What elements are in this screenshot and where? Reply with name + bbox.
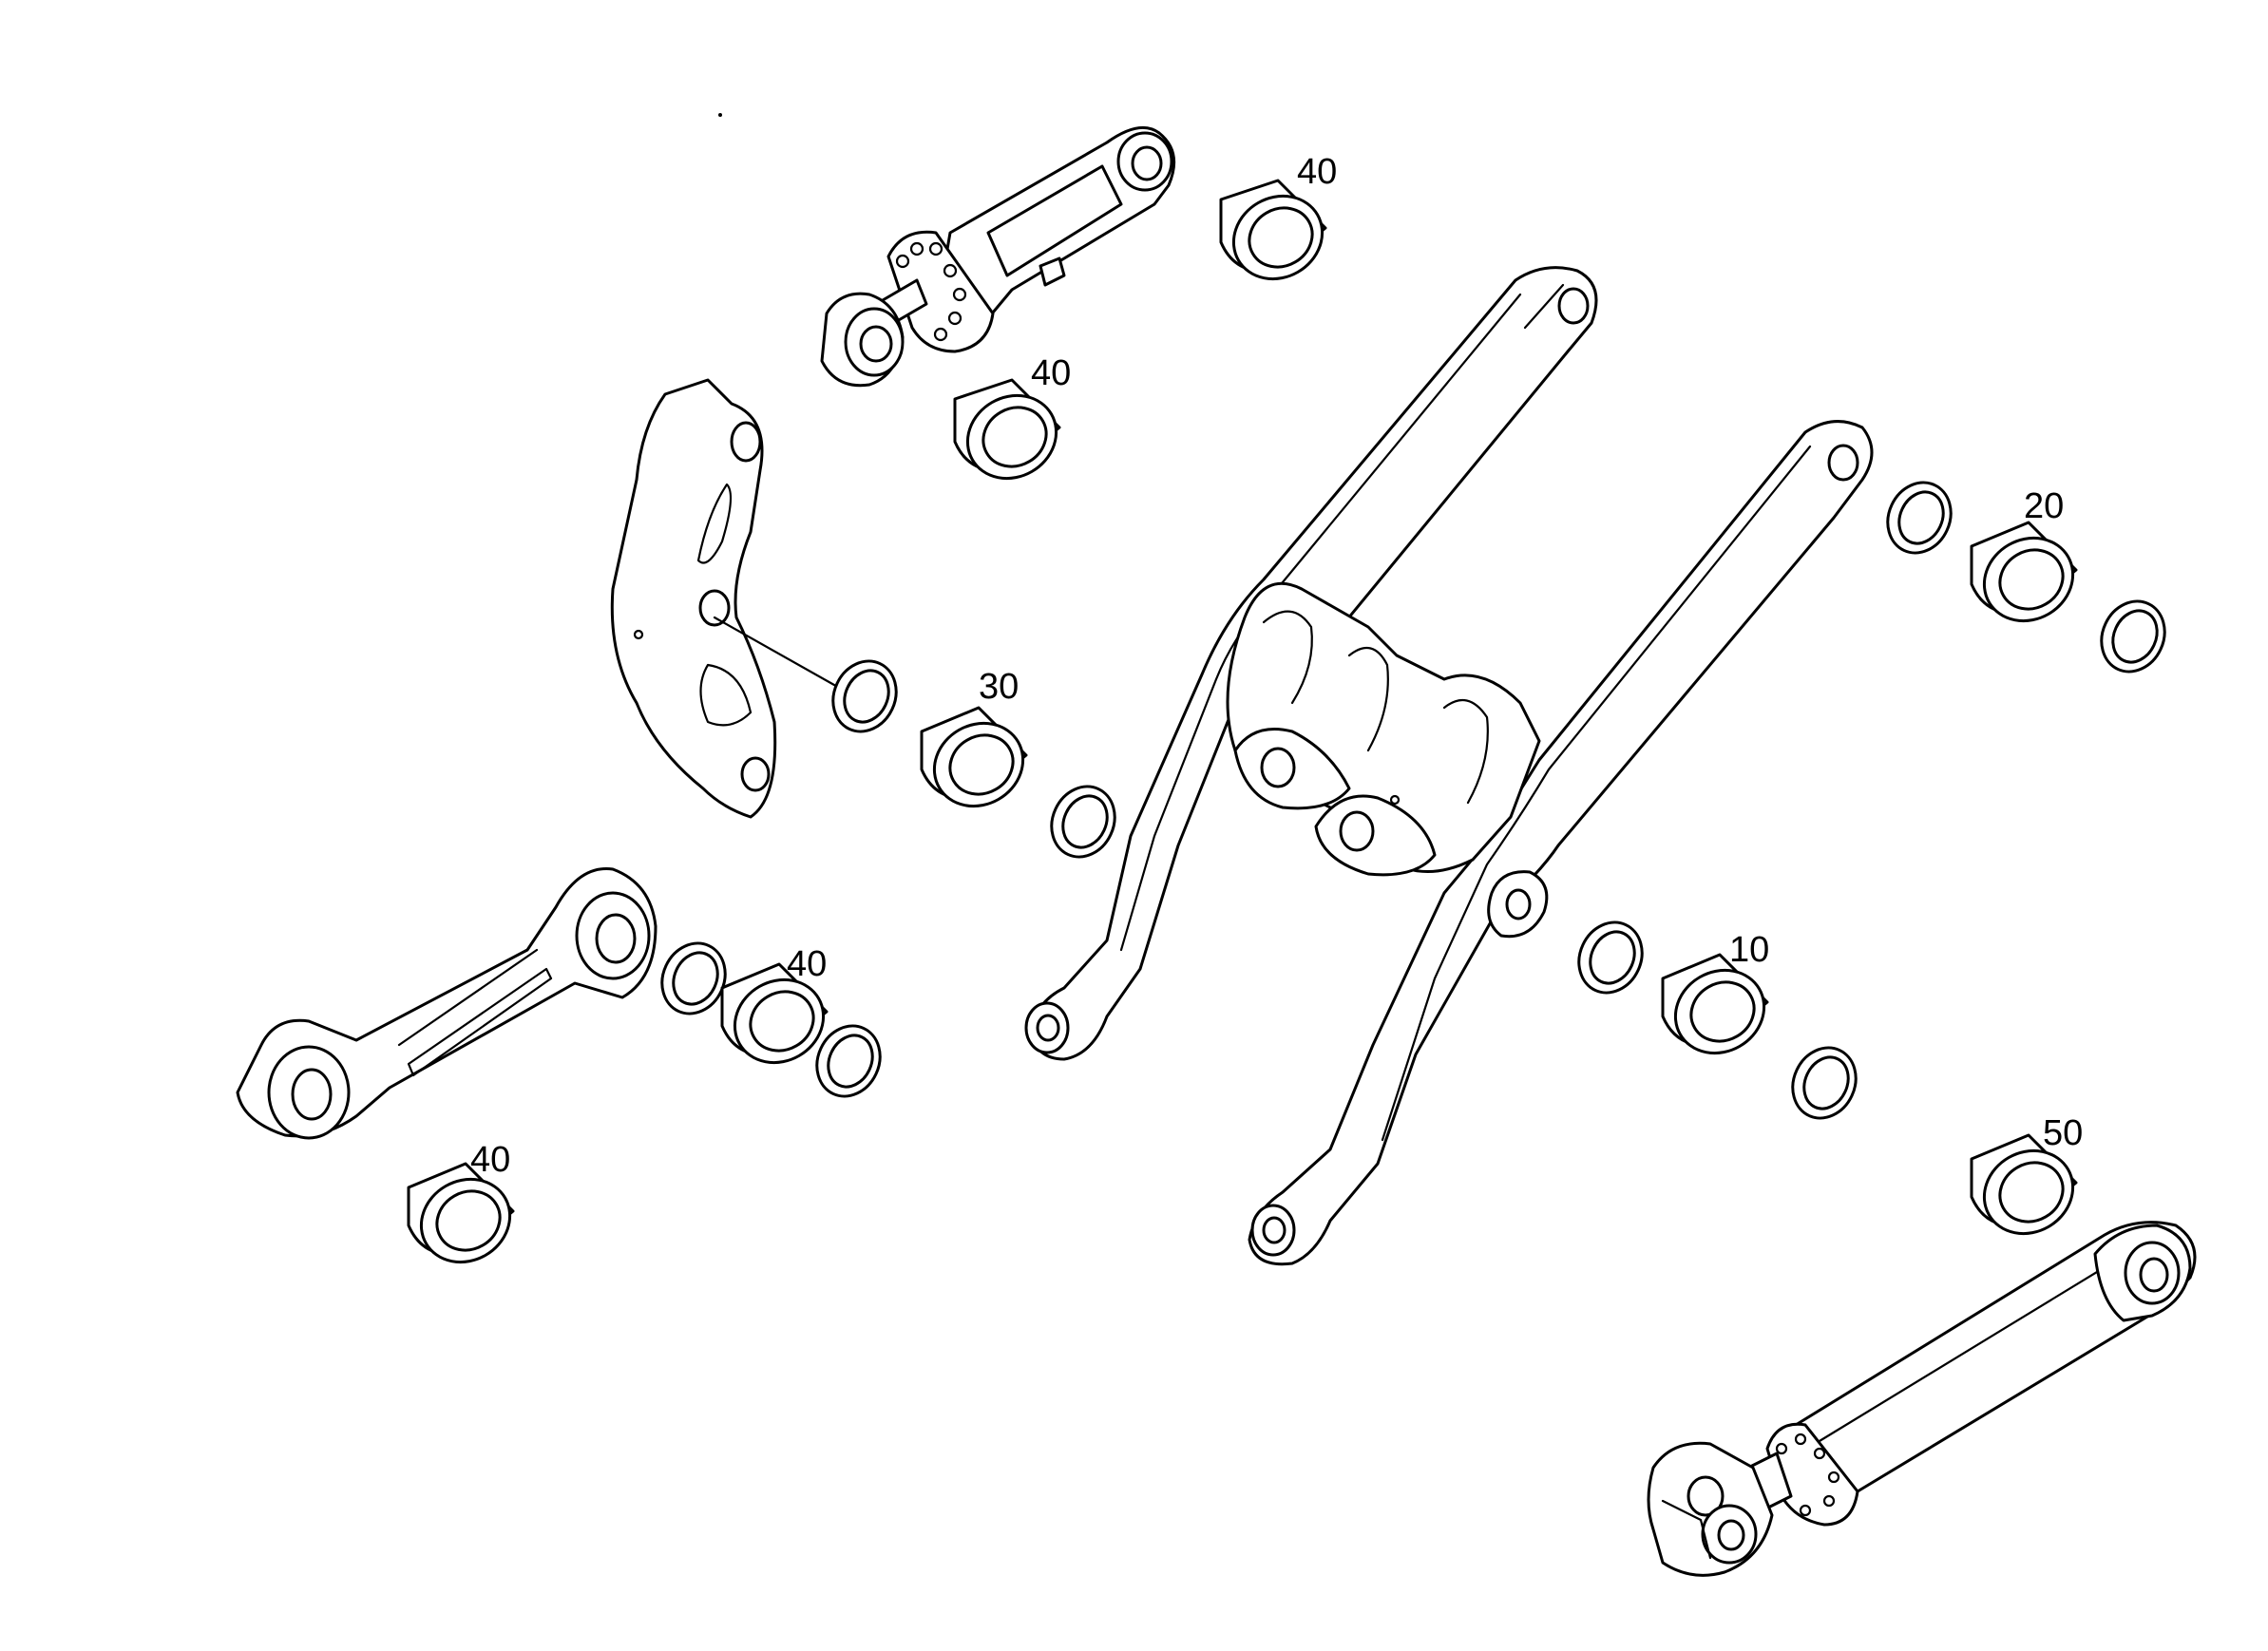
bushing-cyl-top-lower: [953, 378, 1061, 481]
label-10: 10: [1729, 930, 1769, 970]
ring-frame-right-left: [1577, 920, 1644, 995]
ring-bellcrank-right: [1050, 785, 1116, 859]
bushing-cyl-top-right: [1219, 179, 1327, 281]
label-40-lower-left: 40: [470, 1140, 510, 1180]
label-20: 20: [2024, 486, 2064, 526]
bell-crank-arm: [610, 378, 843, 819]
hydraulic-cylinder-top: [820, 125, 1176, 388]
ring-link-right: [815, 1024, 882, 1098]
label-40-top-right: 40: [1297, 152, 1337, 192]
hydraulic-cylinder-bottom: [1647, 1221, 2197, 1577]
bushing-frame-right: [1661, 953, 1769, 1055]
bushing-link: [720, 962, 829, 1065]
ring-frame-right-right: [1791, 1046, 1858, 1120]
label-30: 30: [979, 667, 1019, 707]
ring-link-left: [660, 941, 727, 1015]
loader-lift-frame: [1024, 266, 1874, 1266]
bushing-link-lower: [407, 1162, 515, 1264]
label-50: 50: [2043, 1113, 2083, 1153]
bushing-right-top: [1970, 521, 2078, 623]
ring-bellcrank-left: [831, 659, 898, 733]
bushing-cyl-bottom: [1970, 1133, 2078, 1236]
label-40-link: 40: [787, 944, 827, 984]
stray-dot: [718, 113, 722, 117]
ring-right-top-left: [1886, 481, 1953, 555]
link-rod: [236, 867, 658, 1140]
bushing-bellcrank: [920, 706, 1028, 808]
label-40-top-lower: 40: [1031, 353, 1071, 393]
ring-right-top-right: [2100, 599, 2166, 674]
